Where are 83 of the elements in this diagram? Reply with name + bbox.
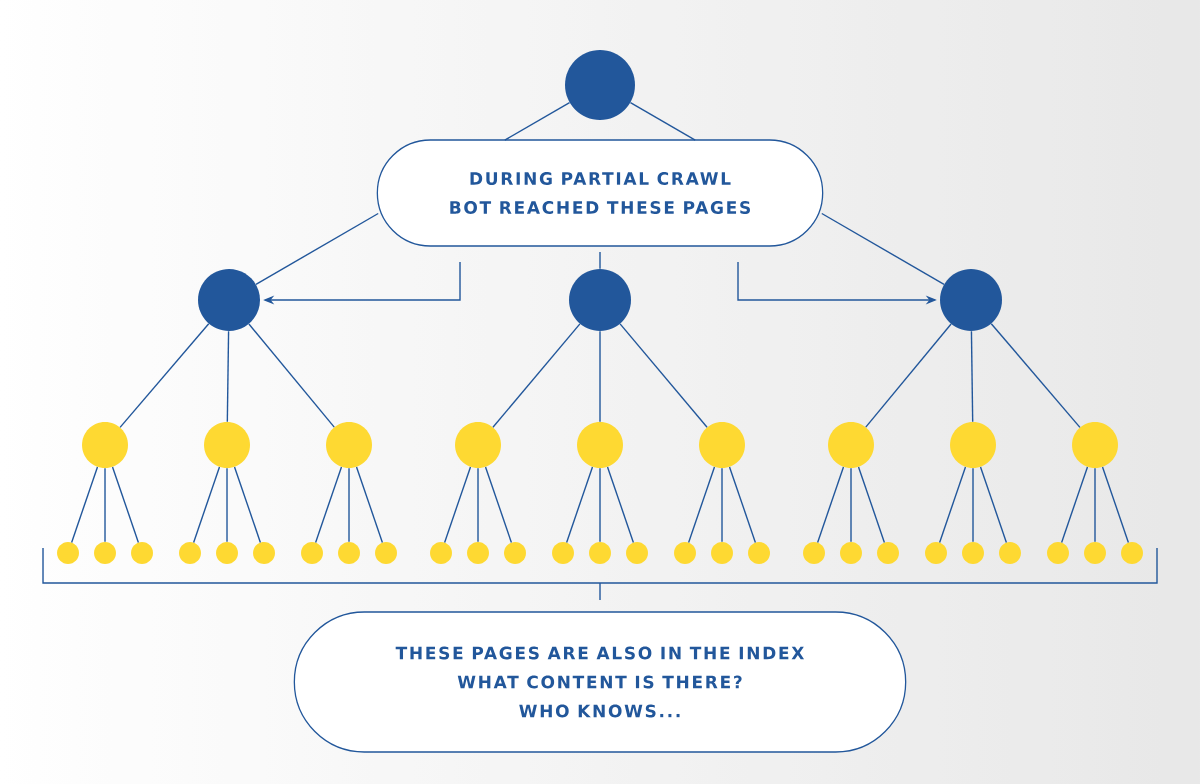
text-bubble: DURING PARTIAL CRAWL BOT REACHED THESE PAGES [376,139,824,247]
connector [226,467,228,543]
page-circle [999,542,1021,564]
connector [565,466,594,544]
page-circle [748,542,770,564]
page-circle [674,542,696,564]
connector [1094,467,1096,543]
connector [111,466,140,544]
connector [1060,466,1089,544]
page-circle [626,542,648,564]
connector [192,466,221,544]
connector [938,466,967,544]
connector [821,212,945,286]
connector [226,330,230,423]
page-circle [467,542,489,564]
page-circle [1047,542,1069,564]
page-circle [962,542,984,564]
connector [990,323,1081,429]
connector [865,323,952,428]
connector [477,467,479,543]
page-circle [216,542,238,564]
connector [979,466,1008,544]
connector [972,467,974,543]
connector [857,466,886,544]
page-circle [569,269,631,331]
page-circle [925,542,947,564]
connector [687,466,716,544]
page-circle [840,542,862,564]
page-circle [1121,542,1143,564]
page-circle [589,542,611,564]
text-bubble: THESE PAGES ARE ALSO IN THE INDEX WHAT CONTENT IS THERE? WHO KNOWS... [293,611,907,753]
connector [443,466,472,544]
connector [104,467,106,543]
page-circle [82,422,128,468]
page-circle [565,50,635,120]
page-circle [950,422,996,468]
connector [70,466,99,544]
page-circle [711,542,733,564]
page-circle [1072,422,1118,468]
connector [348,467,350,543]
connector [721,467,723,543]
connector [619,323,708,428]
connector [599,330,601,423]
connector [255,212,379,286]
page-circle [552,542,574,564]
page-circle [699,422,745,468]
page-circle [430,542,452,564]
connector [355,466,384,544]
connector [599,251,601,270]
connector [970,330,974,423]
page-circle [326,422,372,468]
connector [504,101,571,141]
page-circle [940,269,1002,331]
connector [606,466,635,544]
page-circle [877,542,899,564]
page-circle [94,542,116,564]
page-circle [57,542,79,564]
connector [816,466,845,544]
connector [850,467,852,543]
connector [629,101,696,141]
connector [484,466,513,544]
page-circle [375,542,397,564]
connector [248,323,335,428]
page-circle [1084,542,1106,564]
page-circle [504,542,526,564]
page-circle [803,542,825,564]
page-circle [828,422,874,468]
page-circle [131,542,153,564]
page-circle [338,542,360,564]
connector [492,323,581,428]
page-circle [301,542,323,564]
connector [1101,466,1130,544]
connector [314,466,343,544]
connector [119,323,210,429]
page-circle [253,542,275,564]
page-circle [198,269,260,331]
page-circle [577,422,623,468]
connector [233,466,262,544]
connector [599,467,601,543]
page-circle [455,422,501,468]
page-circle [179,542,201,564]
connector [728,466,757,544]
page-circle [204,422,250,468]
